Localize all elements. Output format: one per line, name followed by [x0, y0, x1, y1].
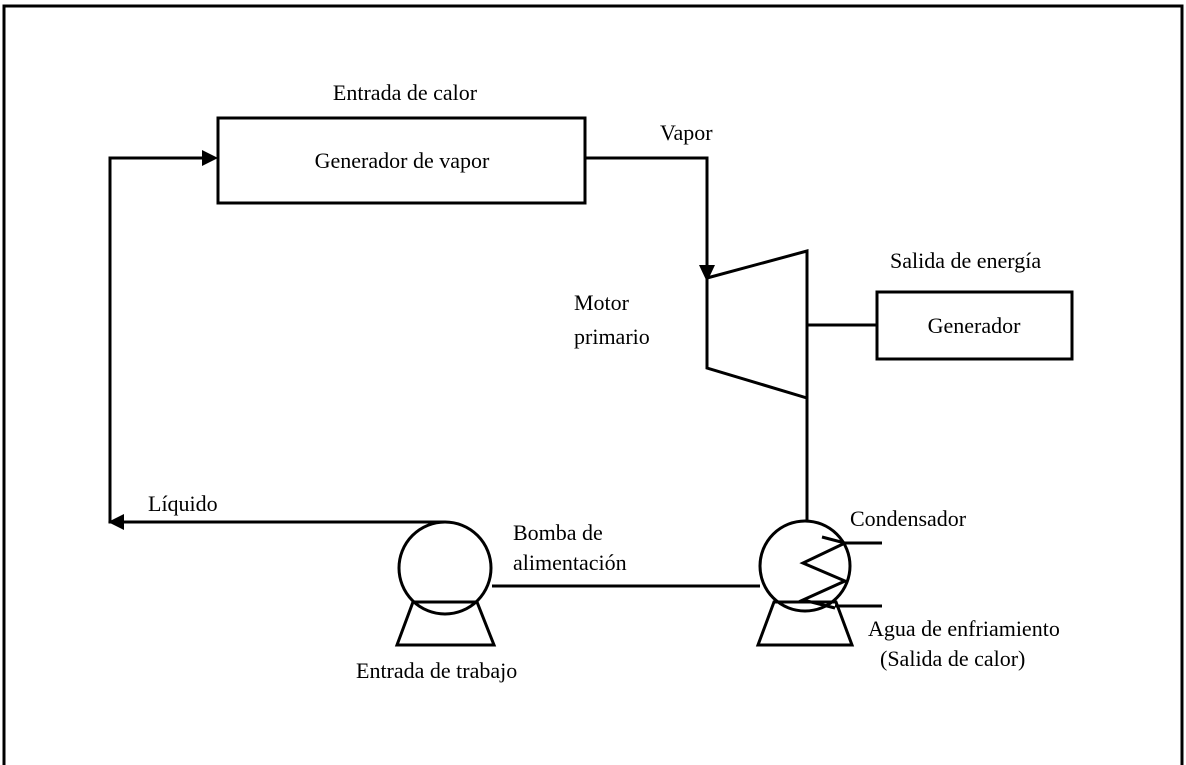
liquid-arrowhead-left	[108, 514, 124, 530]
work-input-label: Entrada de trabajo	[356, 658, 517, 683]
condenser-label: Condensador	[850, 506, 967, 531]
generator-label: Generador	[928, 313, 1022, 338]
energy-output-label: Salida de energía	[890, 248, 1041, 273]
cooling-water-label-line2: (Salida de calor)	[880, 646, 1025, 671]
steam-line	[585, 156, 709, 276]
feed-pump-base	[394, 600, 497, 647]
liquid-label: Líquido	[148, 491, 218, 516]
steam-generator-inlet-arrowhead	[202, 150, 218, 166]
steam-arrowhead	[699, 265, 715, 282]
frame-border	[2, 4, 1184, 765]
prime-mover-label-line1: Motor	[574, 290, 630, 315]
heat-input-label: Entrada de calor	[333, 80, 478, 105]
generator-box	[875, 290, 1074, 361]
prime-mover-label-line2: primario	[574, 324, 650, 349]
cooling-water-label-line1: Agua de enfriamiento	[868, 616, 1060, 641]
condenser-base	[755, 600, 855, 647]
condenser-circle	[758, 519, 852, 613]
feed-pump-circle	[397, 520, 493, 616]
feed-pump-label-line1: Bomba de	[513, 520, 603, 545]
steam-generator-label: Generador de vapor	[315, 148, 490, 173]
prime-mover-turbine	[705, 249, 809, 401]
liquid-return-line	[108, 156, 445, 524]
steam-generator-box	[216, 116, 587, 205]
feed-pump-label-line2: alimentación	[513, 550, 627, 575]
steam-label: Vapor	[660, 120, 713, 145]
